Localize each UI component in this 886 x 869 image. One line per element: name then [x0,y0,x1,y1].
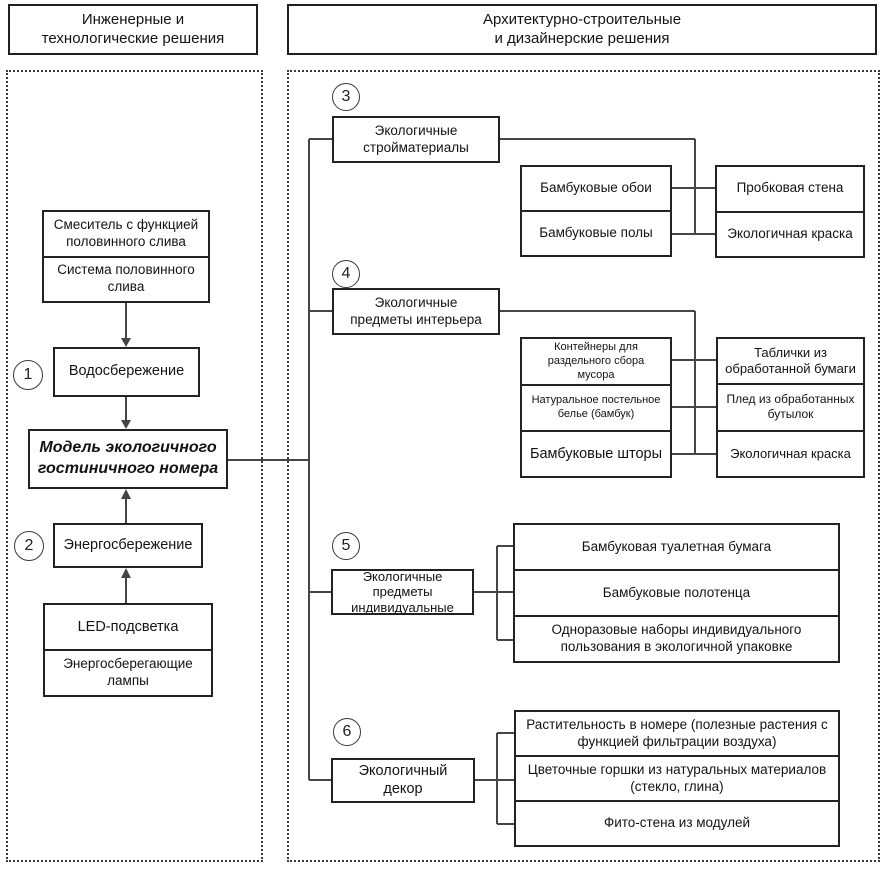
phyto-wall-cell: Фито-стена из модулей [516,800,838,845]
interior-items-stack: Контейнеры для раздельного сбора мусора … [520,337,672,478]
header-line: Инженерные и [81,10,185,28]
personal-items-stack: Бамбуковая туалетная бумага Бамбуковые п… [513,523,840,663]
recycled-bottle-plaid-cell: Плед из обработанных бутылок [718,383,863,429]
waste-containers-cell: Контейнеры для раздельного сбора мусора [547,341,645,381]
label-line: индивидуальные [351,599,454,615]
mixer-half-flush-cell: Смеситель с функцией половинного слива [53,216,199,249]
room-plants-cell: Растительность в номере (полезные растен… [526,716,828,749]
header-line: Архитектурно-строительные [482,10,682,28]
eco-personal-items-box: Экологичные предметы индивидуальные [331,569,474,615]
water-sources-stack: Смеситель с функцией половинного слива С… [42,210,210,303]
badge-1: 1 [13,360,43,390]
bamboo-curtains-cell: Бамбуковые шторы [522,430,670,476]
bamboo-towels-cell: Бамбуковые полотенца [515,569,838,615]
led-lighting-cell: LED-подсветка [77,618,179,635]
eco-decor-stack: Растительность в номере (полезные растен… [514,710,840,847]
eco-building-materials-box: Экологичные стройматериалы [332,116,500,163]
label-line: Экологичные [374,295,458,311]
eco-interior-items-box: Экологичные предметы интерьера [332,288,500,335]
bamboo-materials-stack: Бамбуковые обои Бамбуковые полы [520,165,672,257]
energy-sources-stack: LED-подсветка Энергосберегающие лампы [43,603,213,697]
natural-flower-pots-cell: Цветочные горшки из натуральных материал… [516,755,838,800]
label-line: Экологичные предметы [362,568,443,600]
water-saving-box: Водосбережение [53,347,200,397]
bamboo-wallpaper-cell: Бамбуковые обои [540,180,652,196]
badge-5: 5 [332,532,360,560]
bamboo-toilet-paper-cell: Бамбуковая туалетная бумага [581,538,772,554]
recycled-items-stack: Таблички из обработанной бумаги Плед из … [716,337,865,478]
eco-paint-cell-2: Экологичная краска [718,429,863,476]
energy-lamps-cell: Энергосберегающие лампы [45,649,211,695]
eco-paint-cell: Экологичная краска [717,210,863,257]
eco-room-model-box: Модель экологичного гостиничного номера [28,429,228,489]
badge-6: 6 [333,718,361,746]
label-line: предметы интерьера [350,311,482,327]
model-line: Модель экологичного [39,439,217,457]
recycled-paper-signs-cell: Таблички из обработанной бумаги [725,344,856,377]
label-line: стройматериалы [363,139,469,155]
wall-finish-stack: Пробковая стена Экологичная краска [715,165,865,258]
model-line: гостиничного номера [37,460,219,477]
eco-decor-box: Экологичный декор [331,758,475,803]
label-line: Экологичные [374,123,458,139]
design-panel [287,70,880,862]
header-line: технологические решения [41,29,225,47]
bamboo-floors-cell: Бамбуковые полы [522,210,670,255]
energy-saving-box: Энергосбережение [53,523,203,568]
header-line: и дизайнерские решения [494,29,670,47]
engineering-panel [6,70,263,862]
header-design-solutions: Архитектурно-строительные и дизайнерские… [287,4,877,55]
badge-2: 2 [14,531,44,561]
cork-wall-cell: Пробковая стена [736,180,844,196]
badge-3: 3 [332,83,360,111]
bamboo-bedding-cell: Натуральное постельное белье (бамбук) [522,384,670,430]
half-flush-system-cell: Система половинного слива [44,255,208,302]
badge-4: 4 [332,260,360,288]
label-line: Экологичный декор [358,763,448,797]
arrowheads [121,338,131,578]
header-engineering-solutions: Инженерные и технологические решения [8,4,258,55]
disposable-eco-kits-cell: Одноразовые наборы индивидуального польз… [515,615,838,661]
